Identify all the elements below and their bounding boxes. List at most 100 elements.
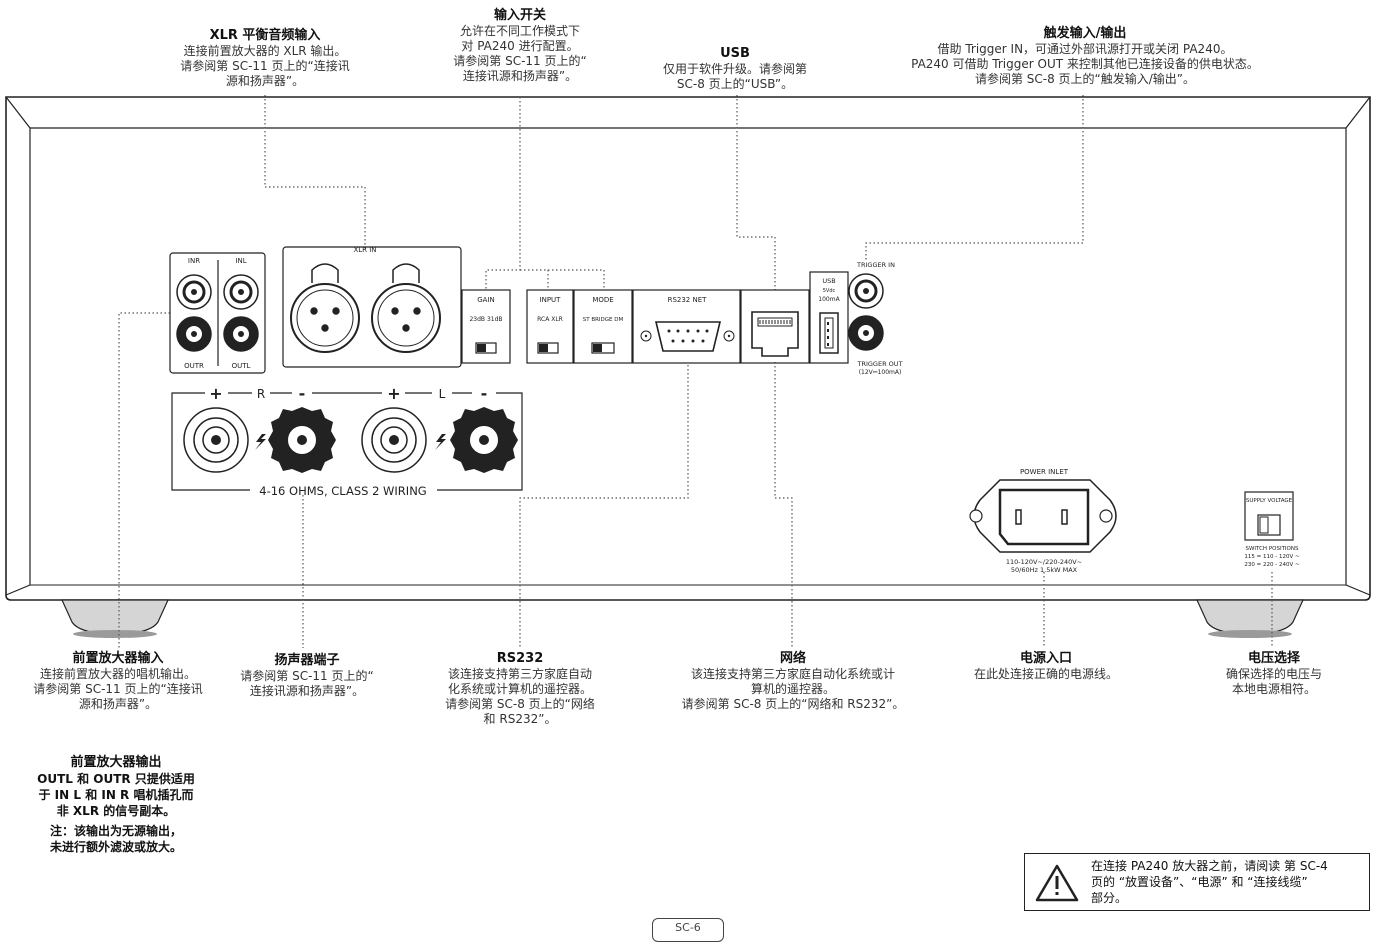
callout-network-desc: 该连接支持第三方家庭自动化系统或计 算机的遥控器。 请参阅第 SC-8 页上的“… [681,667,905,711]
callout-input-switch-desc: 允许在不同工作模式下 对 PA240 进行配置。 请参阅第 SC-11 页上的“… [453,24,587,83]
mode-switch-box [573,289,633,364]
callout-trigger-desc: 借助 Trigger IN，可通过外部讯源打开或关闭 PA240。 PA240 … [911,42,1259,86]
callout-preamp-output: 前置放大器输出 OUTL 和 OUTR 只提供适用 于 IN L 和 IN R … [18,755,214,855]
callout-xlr-input-title: XLR 平衡音频输入 [209,28,321,43]
rca-in-l-jack[interactable] [223,274,259,310]
callout-usb-title: USB [720,46,750,61]
callout-usb: USB 仅用于软件升级。请参阅第 SC-8 页上的“USB”。 [630,46,840,92]
label-trigger-in: TRIGGER IN [856,261,895,269]
label-usb: USB [822,277,835,285]
label-switch-115: 115 = 110 - 120V ~ [1244,554,1300,560]
input-switch-toggle[interactable] [539,344,548,352]
callout-input-switch: 输入开关 允许在不同工作模式下 对 PA240 进行配置。 请参阅第 SC-11… [425,8,615,84]
page-number: SC-6 [652,918,724,942]
callout-power-inlet: 电源入口 在此处连接正确的电源线。 [948,651,1144,682]
callout-voltage-desc: 确保选择的电压与 本地电源相符。 [1225,667,1322,696]
label-gain: GAIN [477,296,495,304]
callout-network: 网络 该连接支持第三方家庭自动化系统或计 算机的遥控器。 请参阅第 SC-8 页… [660,651,926,712]
chassis [5,96,1371,601]
label-power-inlet: POWER INLET [1020,468,1069,476]
label-r-plus: + [209,384,222,403]
label-power-spec-rating: 50/60Hz 1.5kW MAX [1011,566,1078,574]
rs232-block [632,289,741,364]
xlr-block [282,246,462,368]
label-gain-options: 23dB 31dB [469,316,502,323]
label-l-plus: + [387,384,400,403]
label-speaker-l: L [439,387,446,401]
trigger-in-jack[interactable] [848,273,884,309]
callout-power-desc: 在此处连接正确的电源线。 [973,667,1118,681]
label-usb-current: 100mA [818,296,840,303]
rca-out-r-jack[interactable] [176,316,212,352]
lightning-icon [255,434,266,450]
callout-usb-desc: 仅用于软件升级。请参阅第 SC-8 页上的“USB”。 [662,62,807,91]
mode-switch-toggle[interactable] [593,344,602,352]
label-xlr-in: XLR IN [353,246,376,254]
usb-port[interactable] [819,312,839,354]
xlr-left-connector[interactable] [371,263,441,353]
callout-trigger-title: 触发输入/输出 [1043,26,1127,41]
speaker-r-minus-terminal[interactable] [268,407,336,473]
label-mode-options: ST BRIDGE DM [583,317,624,323]
callout-speaker-terminals: 扬声器端子 请参阅第 SC-11 页上的“ 连接讯源和扬声器”。 [222,653,392,699]
label-l-minus: - [481,384,488,403]
power-inlet-socket[interactable] [969,479,1117,553]
label-switch-230: 230 = 220 - 240V ~ [1244,562,1300,568]
ethernet-port[interactable] [751,311,799,357]
callout-voltage-select: 电压选择 确保选择的电压与 本地电源相符。 [1196,651,1352,697]
gain-switch-toggle[interactable] [477,344,486,352]
voltage-selector-box [1244,491,1294,541]
speaker-r-plus-terminal[interactable] [183,407,249,473]
callout-xlr-input: XLR 平衡音频输入 连接前置放大器的 XLR 输出。 请参阅第 SC-11 页… [150,28,380,89]
warning-triangle-icon [1035,864,1079,902]
callout-preamp-output-title: 前置放大器输出 [70,755,162,770]
callout-xlr-input-desc: 连接前置放大器的 XLR 输出。 请参阅第 SC-11 页上的“连接讯 源和扬声… [180,44,350,88]
rca-out-l-jack[interactable] [223,316,259,352]
foot-right [1196,599,1304,638]
callout-rs232: RS232 该连接支持第三方家庭自动 化系统或计算机的遥控器。 请参阅第 SC-… [420,651,620,727]
callout-voltage-title: 电压选择 [1247,651,1300,666]
label-supply-voltage: SUPPLY VOLTAGE [1246,498,1293,504]
callout-power-title: 电源入口 [1019,651,1072,666]
label-mode: MODE [592,296,613,304]
warning-box: 在连接 PA240 放大器之前，请阅读 第 SC-4 页的 “放置设备”、“电源… [1024,853,1370,911]
warning-text: 在连接 PA240 放大器之前，请阅读 第 SC-4 页的 “放置设备”、“电源… [1091,859,1328,905]
foot-left [61,599,169,638]
label-out-l: OUTL [232,362,251,370]
callout-rs232-desc: 该连接支持第三方家庭自动 化系统或计算机的遥控器。 请参阅第 SC-8 页上的“… [445,667,595,726]
label-trigger-out-spec: (12V⎓100mA) [859,369,902,376]
speaker-l-minus-terminal[interactable] [450,407,518,473]
speaker-l-plus-terminal[interactable] [361,407,427,473]
trigger-out-jack[interactable] [848,315,884,351]
label-input-options: RCA XLR [537,316,563,323]
label-r-minus: - [299,384,306,403]
lightning-icon [435,434,446,450]
label-switch-positions: SWITCH POSITIONS [1246,546,1299,552]
label-wiring: 4-16 OHMS, CLASS 2 WIRING [259,484,426,498]
usb-block [809,271,849,364]
callout-preamp-input-desc: 连接前置放大器的唱机输出。 请参阅第 SC-11 页上的“连接讯 源和扬声器”。 [33,667,203,711]
label-trigger-out: TRIGGER OUT [856,360,902,368]
rs232-port[interactable] [640,321,735,352]
callout-trigger: 触发输入/输出 借助 Trigger IN，可通过外部讯源打开或关闭 PA240… [860,26,1310,87]
label-input: INPUT [540,296,562,304]
label-out-r: OUTR [184,362,204,370]
callout-input-switch-title: 输入开关 [493,8,546,23]
label-power-spec-voltage: 110-120V~/220-240V~ [1006,558,1082,566]
callout-speaker-desc: 请参阅第 SC-11 页上的“ 连接讯源和扬声器”。 [240,669,374,698]
callout-preamp-input-title: 前置放大器输入 [72,651,164,666]
callout-rs232-title: RS232 [496,651,544,666]
callout-preamp-output-desc: OUTL 和 OUTR 只提供适用 于 IN L 和 IN R 唱机插孔而 非 … [37,772,195,818]
xlr-right-connector[interactable] [290,263,360,353]
label-speaker-r: R [257,387,265,401]
callout-preamp-output-note: 注：该输出为无源输出， 未进行额外滤波或放大。 [49,824,182,854]
voltage-selector-switch[interactable] [1257,514,1281,536]
rca-in-r-jack[interactable] [176,274,212,310]
label-rs232: RS232 NET [668,296,708,304]
callout-speaker-title: 扬声器端子 [274,653,340,668]
callout-preamp-input: 前置放大器输入 连接前置放大器的唱机输出。 请参阅第 SC-11 页上的“连接讯… [14,651,222,712]
label-in-r: INR [188,257,200,265]
rca-block [169,252,266,374]
label-usb-voltage: 5Vdc [823,288,836,294]
